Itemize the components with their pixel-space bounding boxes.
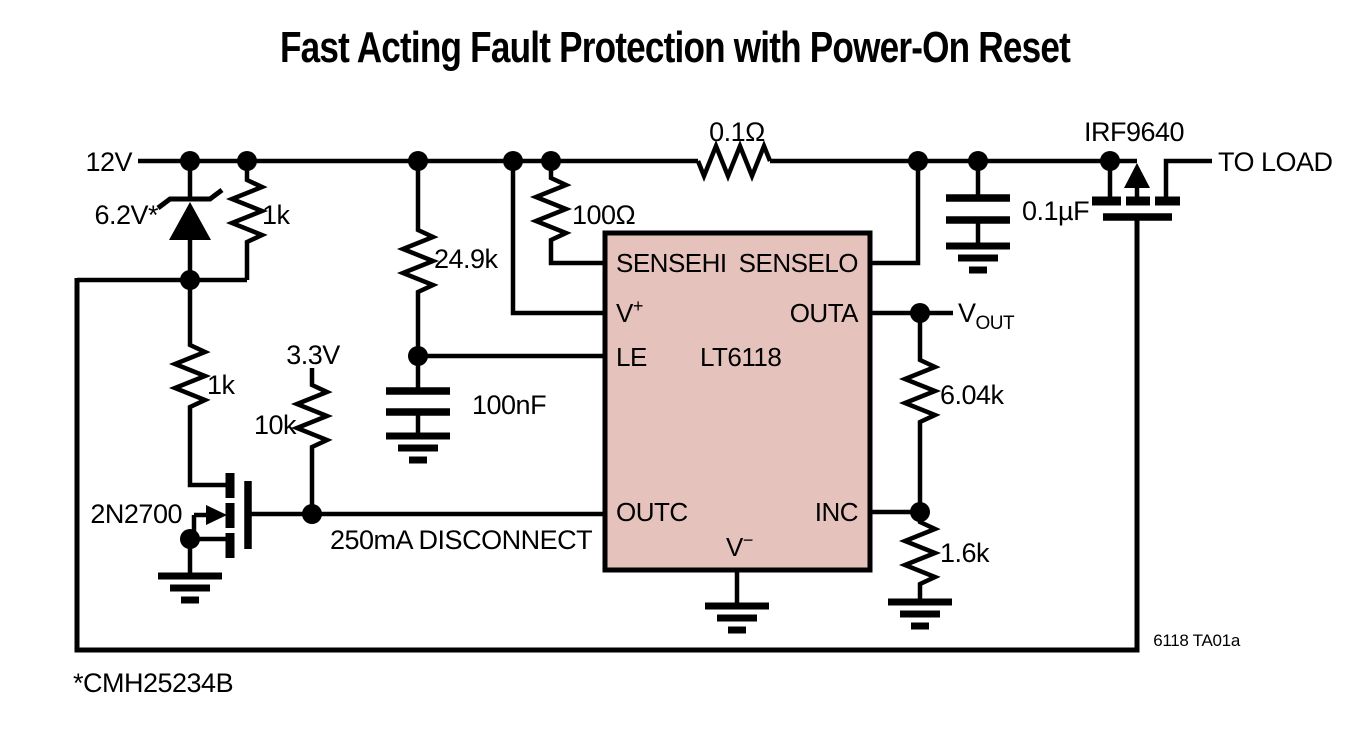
capacitor-100nF-label: 100nF [472, 390, 546, 420]
ic-part-number: LT6118 [700, 342, 781, 372]
junction-dot [503, 151, 523, 171]
figure-id: 6118 TA01a [1153, 631, 1241, 650]
resistor-1k-top: 1k [225, 161, 291, 280]
ic-pin-le: LE [616, 342, 647, 372]
junction-dot [180, 270, 200, 290]
resistor-1k-bottom: 1k [168, 282, 236, 488]
junction-dot [180, 151, 200, 171]
zener-diode: 6.2V* [94, 161, 224, 280]
resistor-24k9-zigzag [396, 161, 440, 356]
capacitor-01uF-label: 0.1µF [1022, 196, 1089, 226]
resistor-100-zigzag [529, 161, 605, 266]
junction-dot [910, 303, 930, 323]
ground-symbol-1k6 [888, 598, 952, 630]
ic-pin-inc: INC [815, 497, 858, 527]
wire-feedback-loop [74, 217, 1140, 653]
resistor-1k-top-label: 1k [262, 200, 291, 230]
pmos-drain-wire [1163, 158, 1212, 201]
supply-3v3-label: 3.3V [286, 340, 340, 370]
resistor-604k-zigzag [898, 315, 942, 512]
resistor-1k6: 1.6k [888, 514, 991, 630]
ic-pin-sensehi: SENSEHI [616, 248, 727, 278]
resistor-10k-zigzag [290, 368, 334, 514]
wire-senselo [870, 161, 921, 266]
wire-vplus [510, 161, 605, 316]
resistor-sense-label: 0.1Ω [709, 117, 765, 147]
junction-dot [910, 502, 930, 522]
zener-label: 6.2V* [94, 200, 159, 230]
junction-dot [408, 346, 428, 366]
ground-symbol-nmos [158, 572, 222, 604]
junction-dot [408, 151, 428, 171]
resistor-1k6-zigzag [898, 514, 942, 600]
ground-symbol-vminus [705, 602, 769, 634]
ic-lt6118: SENSEHI SENSELO V+ OUTA LE LT6118 OUTC I… [602, 230, 873, 573]
junction-dot [968, 151, 988, 171]
resistor-1k-bottom-label: 1k [207, 370, 236, 400]
junction-dot [180, 529, 200, 549]
to-load-label: TO LOAD [1218, 147, 1333, 177]
junction-dots [180, 151, 1120, 549]
junction-dot [541, 151, 561, 171]
zener-triangle [169, 202, 211, 240]
resistor-sense-0r1: 0.1Ω [695, 117, 773, 183]
resistor-100: 100Ω [529, 161, 636, 266]
ic-pin-outc: OUTC [616, 497, 688, 527]
pmos-label: IRF9640 [1084, 117, 1184, 147]
nmos-body-arrow [206, 505, 227, 525]
schematic-title: Fast Acting Fault Protection with Power-… [280, 23, 1071, 72]
resistor-1k6-label: 1.6k [940, 538, 990, 568]
junction-dot [908, 151, 928, 171]
pmos-body-arrow [1124, 163, 1150, 188]
ic-pin-vplus: V+ [616, 296, 643, 328]
resistor-24k9: 24.9k [396, 161, 499, 356]
ground-symbol-01uF [946, 242, 1010, 274]
supply-12v-label: 12V [85, 147, 132, 177]
resistor-1k-bottom-zigzag [168, 282, 226, 488]
zener-cathode-bar [156, 188, 224, 210]
resistor-1k-top-zigzag [225, 161, 269, 280]
ic-pin-outa: OUTA [790, 298, 859, 328]
ground-symbol-100nF [386, 432, 450, 464]
ic-pin-senselo: SENSELO [739, 248, 858, 278]
resistor-100-label: 100Ω [572, 200, 636, 230]
vout-label: VOUT [958, 298, 1015, 334]
pmos-irf9640: IRF9640 TO LOAD [1084, 117, 1333, 221]
resistor-sense-zigzag [695, 139, 773, 183]
resistor-10k-label: 10k [254, 410, 297, 440]
resistor-604k: 6.04k [898, 315, 1005, 512]
capacitor-01uF: 0.1µF [946, 161, 1090, 274]
disconnect-note: 250mA DISCONNECT [330, 525, 592, 555]
capacitor-100nF: 100nF [386, 358, 547, 464]
resistor-10k: 3.3V 10k [254, 340, 341, 514]
ic-pin-vminus: V− [726, 530, 753, 562]
junction-dot [1100, 151, 1120, 171]
resistor-24k9-label: 24.9k [434, 244, 499, 274]
resistor-604k-label: 6.04k [940, 380, 1005, 410]
nmos-label: 2N2700 [90, 499, 182, 529]
nmos-2n2700: 2N2700 [90, 473, 252, 604]
footnote: *CMH25234B [73, 668, 233, 698]
junction-dot [237, 151, 257, 171]
junction-dot [302, 504, 322, 524]
